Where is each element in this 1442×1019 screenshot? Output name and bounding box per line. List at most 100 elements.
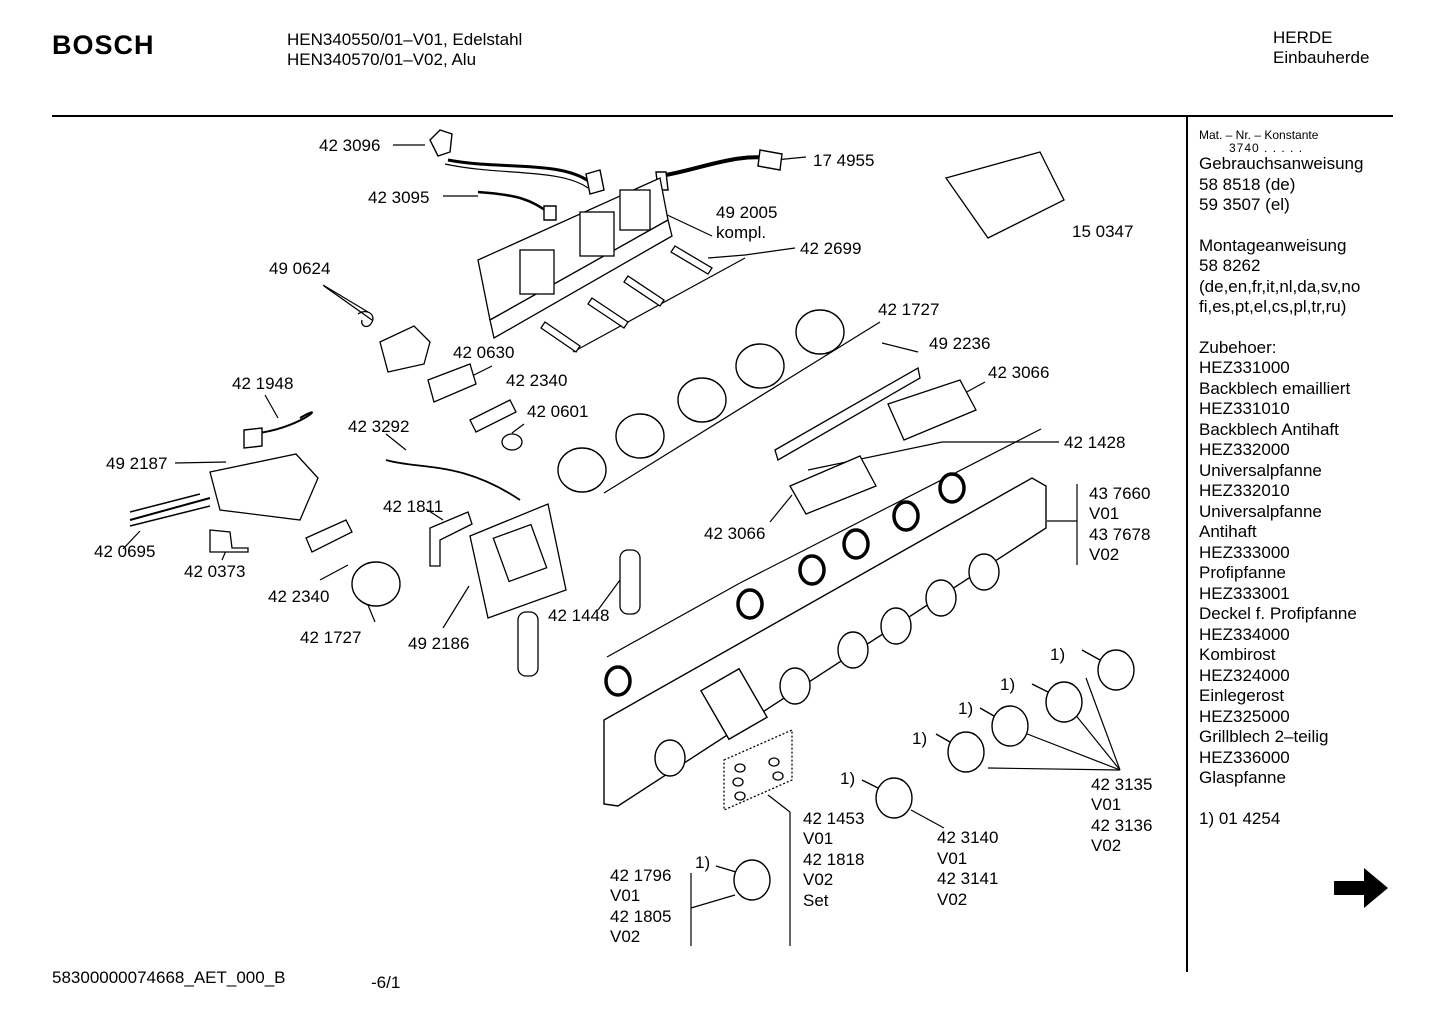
part-label: V02: [803, 870, 833, 889]
part-label: V02: [1089, 545, 1119, 564]
part-label: V02: [937, 890, 967, 909]
model-line-1: HEN340550/01–V01, Edelstahl: [287, 30, 523, 49]
manual-title: Gebrauchsanweisung: [1199, 154, 1364, 173]
part-label: V01: [610, 886, 640, 905]
part-label: 42 1948: [232, 374, 293, 393]
part-label: 42 1453: [803, 809, 864, 828]
footnote-marker: 1): [1000, 675, 1015, 694]
accessory-item: Profipfanne: [1199, 563, 1286, 582]
accessory-item: Universalpfanne: [1199, 501, 1322, 521]
part-label: 42 1727: [878, 300, 939, 319]
mat-header: Mat. – Nr. – Konstante: [1199, 128, 1319, 142]
part-label: 42 1805: [610, 907, 671, 926]
accessory-item: Kombirost: [1199, 645, 1276, 664]
part-label: 42 3136: [1091, 816, 1152, 835]
part-label: 42 2340: [506, 371, 567, 390]
accessory-item: HEZ334000: [1199, 624, 1290, 644]
accessory-item: Grillblech 2–teilig: [1199, 727, 1329, 746]
front-panel: [603, 477, 1047, 807]
assembly-item: 58 8262: [1199, 256, 1261, 275]
accessory-item: HEZ324000: [1199, 665, 1290, 685]
part-label: 42 2699: [800, 239, 861, 258]
thermostat: [323, 285, 431, 373]
part-label: 42 1811: [383, 497, 443, 516]
bracket-strip: [774, 366, 921, 461]
category-line-1: HERDE: [1273, 28, 1333, 47]
part-label: V01: [1089, 504, 1119, 523]
part-label: kompl.: [716, 223, 766, 242]
accessory-item: Deckel f. Profipfanne: [1199, 604, 1357, 623]
switch-holders: [789, 379, 977, 515]
part-label: V02: [1091, 836, 1121, 855]
part-label: 42 2340: [268, 587, 329, 606]
part-label: 43 7660: [1089, 484, 1150, 503]
part-label: V01: [937, 849, 967, 868]
part-label: 49 2186: [408, 634, 469, 653]
assembly-item: fi,es,pt,el,cs,pl,tr,ru): [1199, 297, 1347, 316]
footnote-marker: 1): [1050, 645, 1065, 664]
part-label: 42 1818: [803, 850, 864, 869]
control-module: [477, 177, 673, 340]
part-label: 42 3096: [319, 136, 380, 155]
small-parts: [209, 151, 1065, 567]
accessory-item: HEZ331010: [1199, 399, 1290, 418]
arrow-right-icon[interactable]: [1334, 866, 1390, 910]
assembly-item: (de,en,fr,it,nl,da,sv,no: [1199, 276, 1361, 296]
accessory-item: Backblech Antihaft: [1199, 419, 1339, 439]
part-label: 43 7678: [1089, 525, 1150, 544]
accessory-item: HEZ336000: [1199, 747, 1290, 767]
part-label: 42 3135: [1091, 775, 1152, 794]
part-label: 49 0624: [269, 259, 330, 278]
part-label: 42 1428: [1064, 433, 1125, 452]
footnote-marker: 1): [840, 769, 855, 788]
model-list: HEN340550/01–V01, Edelstahl HEN340570/01…: [287, 30, 522, 70]
accessory-item: Backblech emailliert: [1199, 378, 1351, 398]
part-label: 42 3140: [937, 828, 998, 847]
control-knobs: [715, 649, 1135, 901]
part-label: 49 2236: [929, 334, 990, 353]
part-label: 42 3066: [704, 524, 765, 543]
part-label: 42 1796: [610, 866, 671, 885]
accessory-item: HEZ333001: [1199, 583, 1290, 603]
part-label: V01: [1091, 795, 1121, 814]
screw-set: [723, 729, 793, 811]
part-label: 17 4955: [813, 151, 874, 170]
footnote-marker: 1): [695, 853, 710, 872]
part-label: V02: [610, 927, 640, 946]
sheet-number: -6/1: [371, 973, 401, 992]
assembly-title: Montageanweisung: [1199, 235, 1347, 255]
wiring-harness-parts: [129, 129, 783, 527]
part-label: 42 0373: [184, 562, 245, 581]
part-label: 42 3292: [348, 417, 409, 436]
document-id: 58300000074668_AET_000_B: [52, 968, 286, 987]
part-label: Set: [803, 891, 829, 910]
part-label: 49 2005: [716, 203, 777, 222]
category-line-2: Einbauherde: [1273, 48, 1370, 67]
accessories-title: Zubehoer:: [1199, 337, 1277, 357]
manual-item: 59 3507 (el): [1199, 195, 1290, 214]
leader-lines: [122, 144, 1121, 946]
part-label: V01: [803, 829, 833, 848]
accessory-item: HEZ332000: [1199, 440, 1290, 459]
accessory-item: HEZ333000: [1199, 542, 1290, 562]
footnote-marker: 1): [958, 699, 973, 718]
part-label: 42 3141: [937, 869, 998, 888]
exploded-parts-diagram: 42 3096 17 4955 42 3095 49 2005 kompl. 1…: [94, 129, 1152, 946]
sidebar: Mat. – Nr. – Konstante 3740 . . . . . Ge…: [1199, 128, 1363, 829]
mat-number: 3740 . . . . .: [1229, 141, 1304, 155]
knob-rings: [604, 472, 966, 697]
part-label: 42 0695: [94, 542, 155, 561]
part-label: 15 0347: [1072, 222, 1133, 241]
manual-item: 58 8518 (de): [1199, 174, 1296, 194]
part-label: 42 1448: [548, 606, 609, 625]
model-line-2: HEN340570/01–V02, Alu: [287, 50, 477, 69]
brand-logo: BOSCH: [52, 30, 155, 60]
accessory-item: Glaspfanne: [1199, 768, 1286, 787]
accessory-item: HEZ331000: [1199, 358, 1290, 377]
accessory-item: Antihaft: [1199, 522, 1257, 541]
accessory-item: HEZ325000: [1199, 706, 1290, 726]
part-label: 42 0601: [527, 402, 588, 421]
part-label: 42 1727: [300, 628, 361, 647]
footnote: 1) 01 4254: [1199, 808, 1281, 828]
part-label: 49 2187: [106, 454, 167, 473]
